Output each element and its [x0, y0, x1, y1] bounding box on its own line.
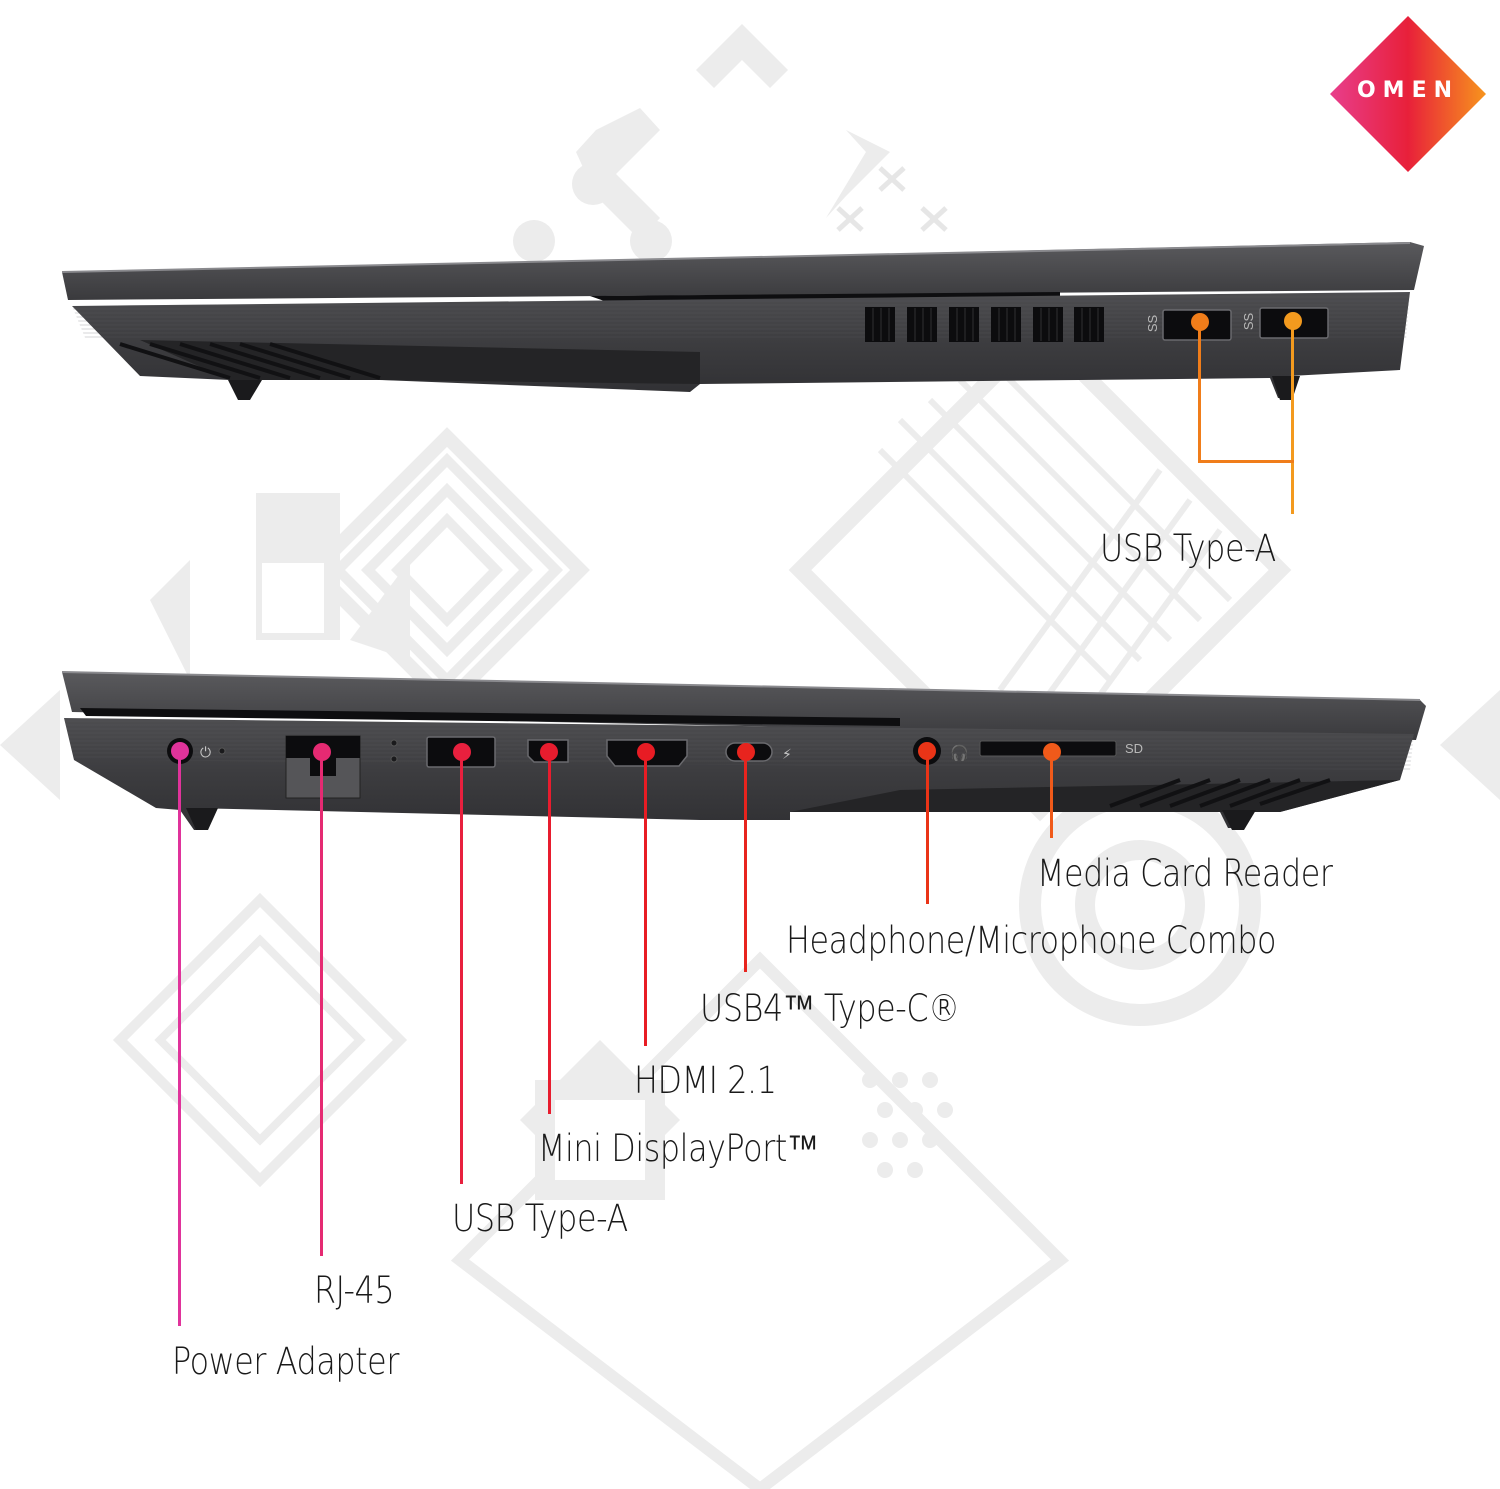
media-card-reader-leader: [1050, 752, 1053, 838]
hdmi-leader: [644, 752, 647, 1046]
rj45-leader: [320, 752, 323, 1256]
headphone-mic-leader: [926, 752, 929, 904]
usb-a-leader-1: [1198, 328, 1201, 462]
svg-text:⏻: ⏻: [200, 745, 211, 761]
label-power-adapter: Power Adapter: [172, 1340, 399, 1383]
power-adapter-marker: [171, 742, 189, 760]
sd-marking: SD: [1125, 741, 1144, 756]
mini-displayport-leader: [548, 752, 551, 1114]
svg-text:🎧: 🎧: [950, 744, 969, 762]
label-usb4-type-c: USB4™ Type-C®: [700, 987, 960, 1030]
usb4-type-c-leader: [744, 752, 747, 972]
usb-a-left-leader: [460, 752, 463, 1184]
power-adapter-leader: [178, 752, 181, 1326]
label-usb-type-a: USB Type-A: [452, 1197, 628, 1240]
svg-text:⚡: ⚡: [782, 747, 792, 763]
label-hdmi: HDMI 2.1: [634, 1059, 777, 1102]
usb-a-port-1-marker: [1191, 313, 1209, 331]
label-mini-displayport: Mini DisplayPort™: [538, 1127, 819, 1170]
label-media-card-reader: Media Card Reader: [1037, 852, 1333, 895]
usb-a-leader-2: [1291, 328, 1294, 514]
omen-logo: [1330, 16, 1486, 172]
usb-a-leader-join: [1198, 460, 1294, 463]
label-rj45: RJ-45: [314, 1269, 395, 1312]
headphone-mic-marker: [918, 742, 936, 760]
usb-a-port-2-marker: [1284, 312, 1302, 330]
label-top-usb-type-a: USB Type-A: [1100, 527, 1276, 570]
omen-logo-text: OMEN: [1356, 78, 1460, 103]
label-headphone-mic-combo: Headphone/Microphone Combo: [786, 919, 1277, 962]
